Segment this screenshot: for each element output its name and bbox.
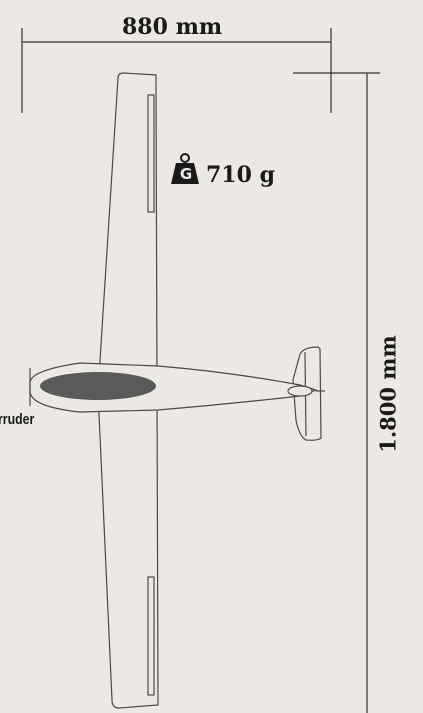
canopy [40, 372, 156, 400]
weight-icon-letter: G [179, 165, 193, 183]
rudder-label: rruder [0, 411, 35, 428]
wingspan-label: 1.800 mm [375, 335, 401, 453]
weight-icon [171, 153, 199, 184]
glider-fuselage [29, 362, 325, 413]
length-dimension-line [21, 28, 332, 113]
fuselage-length-label: 880 mm [122, 14, 223, 40]
span-dimension-line [293, 72, 380, 713]
weight-label: 710 g [206, 162, 275, 188]
